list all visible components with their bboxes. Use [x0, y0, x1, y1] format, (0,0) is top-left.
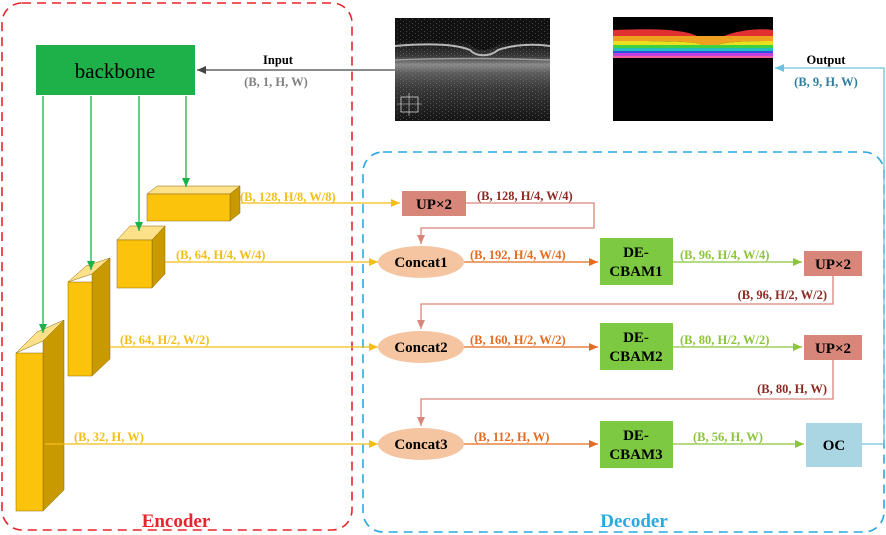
backbone-block: backbone — [36, 45, 195, 95]
concat-node-3: Concat3 — [378, 428, 464, 460]
output-arrow — [775, 64, 885, 445]
feature-label-f3: (B, 64, H/2, W/2) — [120, 333, 209, 347]
concat-node-1-label: Concat1 — [394, 255, 447, 271]
up3-to-concat3-arrow — [417, 360, 834, 426]
upsample-node-1: UP×2 — [402, 191, 466, 216]
output-segmentation-image — [613, 17, 773, 121]
decbam-node-1-line1: DE- — [623, 245, 649, 261]
decbam-node-2-line2: CBAM2 — [609, 349, 662, 365]
concat2-out-label: (B, 160, H/2, W/2) — [470, 333, 566, 347]
upsample-node-2: UP×2 — [804, 251, 862, 276]
decbam-node-3: DE- CBAM3 — [600, 421, 673, 468]
decoder-title: Decoder — [600, 511, 668, 532]
decbam3-out-label: (B, 56, H, W) — [693, 430, 763, 444]
up2-to-concat2-arrow — [417, 276, 834, 329]
decbam-node-1-line2: CBAM1 — [609, 264, 662, 280]
concat1-out-label: (B, 192, H/4, W/4) — [470, 248, 566, 262]
concat3-out-label: (B, 112, H, W) — [474, 430, 549, 444]
feature-block-f1 — [146, 185, 241, 222]
up2-out-label: (B, 96, H/2, W/2) — [738, 288, 827, 302]
decbam-node-3-line2: CBAM3 — [609, 447, 662, 463]
backbone-label: backbone — [75, 59, 155, 83]
input-shape-label: (B, 1, H, W) — [244, 75, 308, 89]
output-title: Output — [807, 53, 847, 67]
output-shape-label: (B, 9, H, W) — [794, 75, 858, 89]
decbam-node-2-line1: DE- — [623, 330, 649, 346]
oc-node-label: OC — [823, 438, 846, 454]
decbam2-out-label: (B, 80, H/2, W/2) — [680, 333, 769, 347]
decbam-node-3-line1: DE- — [623, 428, 649, 444]
oc-node: OC — [806, 423, 862, 467]
input-oct-image — [394, 18, 551, 121]
upsample-node-3: UP×2 — [804, 335, 862, 360]
input-title: Input — [263, 53, 294, 67]
concat-node-1: Concat1 — [378, 246, 464, 278]
upsample-node-1-label: UP×2 — [416, 197, 452, 213]
upsample-node-2-label: UP×2 — [815, 257, 851, 273]
up3-out-label: (B, 80, H, W) — [757, 382, 827, 396]
feature-label-f2: (B, 64, H/4, W/4) — [176, 248, 265, 262]
decbam1-out-label: (B, 96, H/4, W/4) — [680, 248, 769, 262]
up1-to-concat1-arrow — [417, 202, 595, 244]
feature-block-f2 — [116, 225, 166, 289]
feature-label-f1: (B, 128, H/8, W/8) — [240, 190, 336, 204]
concat-node-3-label: Concat3 — [394, 437, 447, 453]
feature-label-f4: (B, 32, H, W) — [74, 430, 144, 444]
up1-out-label: (B, 128, H/4, W/4) — [477, 189, 573, 203]
feature-block-f3 — [67, 257, 111, 377]
decbam-node-2: DE- CBAM2 — [600, 323, 673, 370]
concat-node-2: Concat2 — [378, 331, 464, 363]
encoder-title: Encoder — [142, 511, 211, 532]
decbam-node-1: DE- CBAM1 — [600, 238, 673, 285]
concat-node-2-label: Concat2 — [394, 340, 447, 356]
upsample-node-3-label: UP×2 — [815, 341, 851, 357]
encoder-region — [1, 2, 353, 531]
feature-block-f4 — [15, 319, 65, 512]
